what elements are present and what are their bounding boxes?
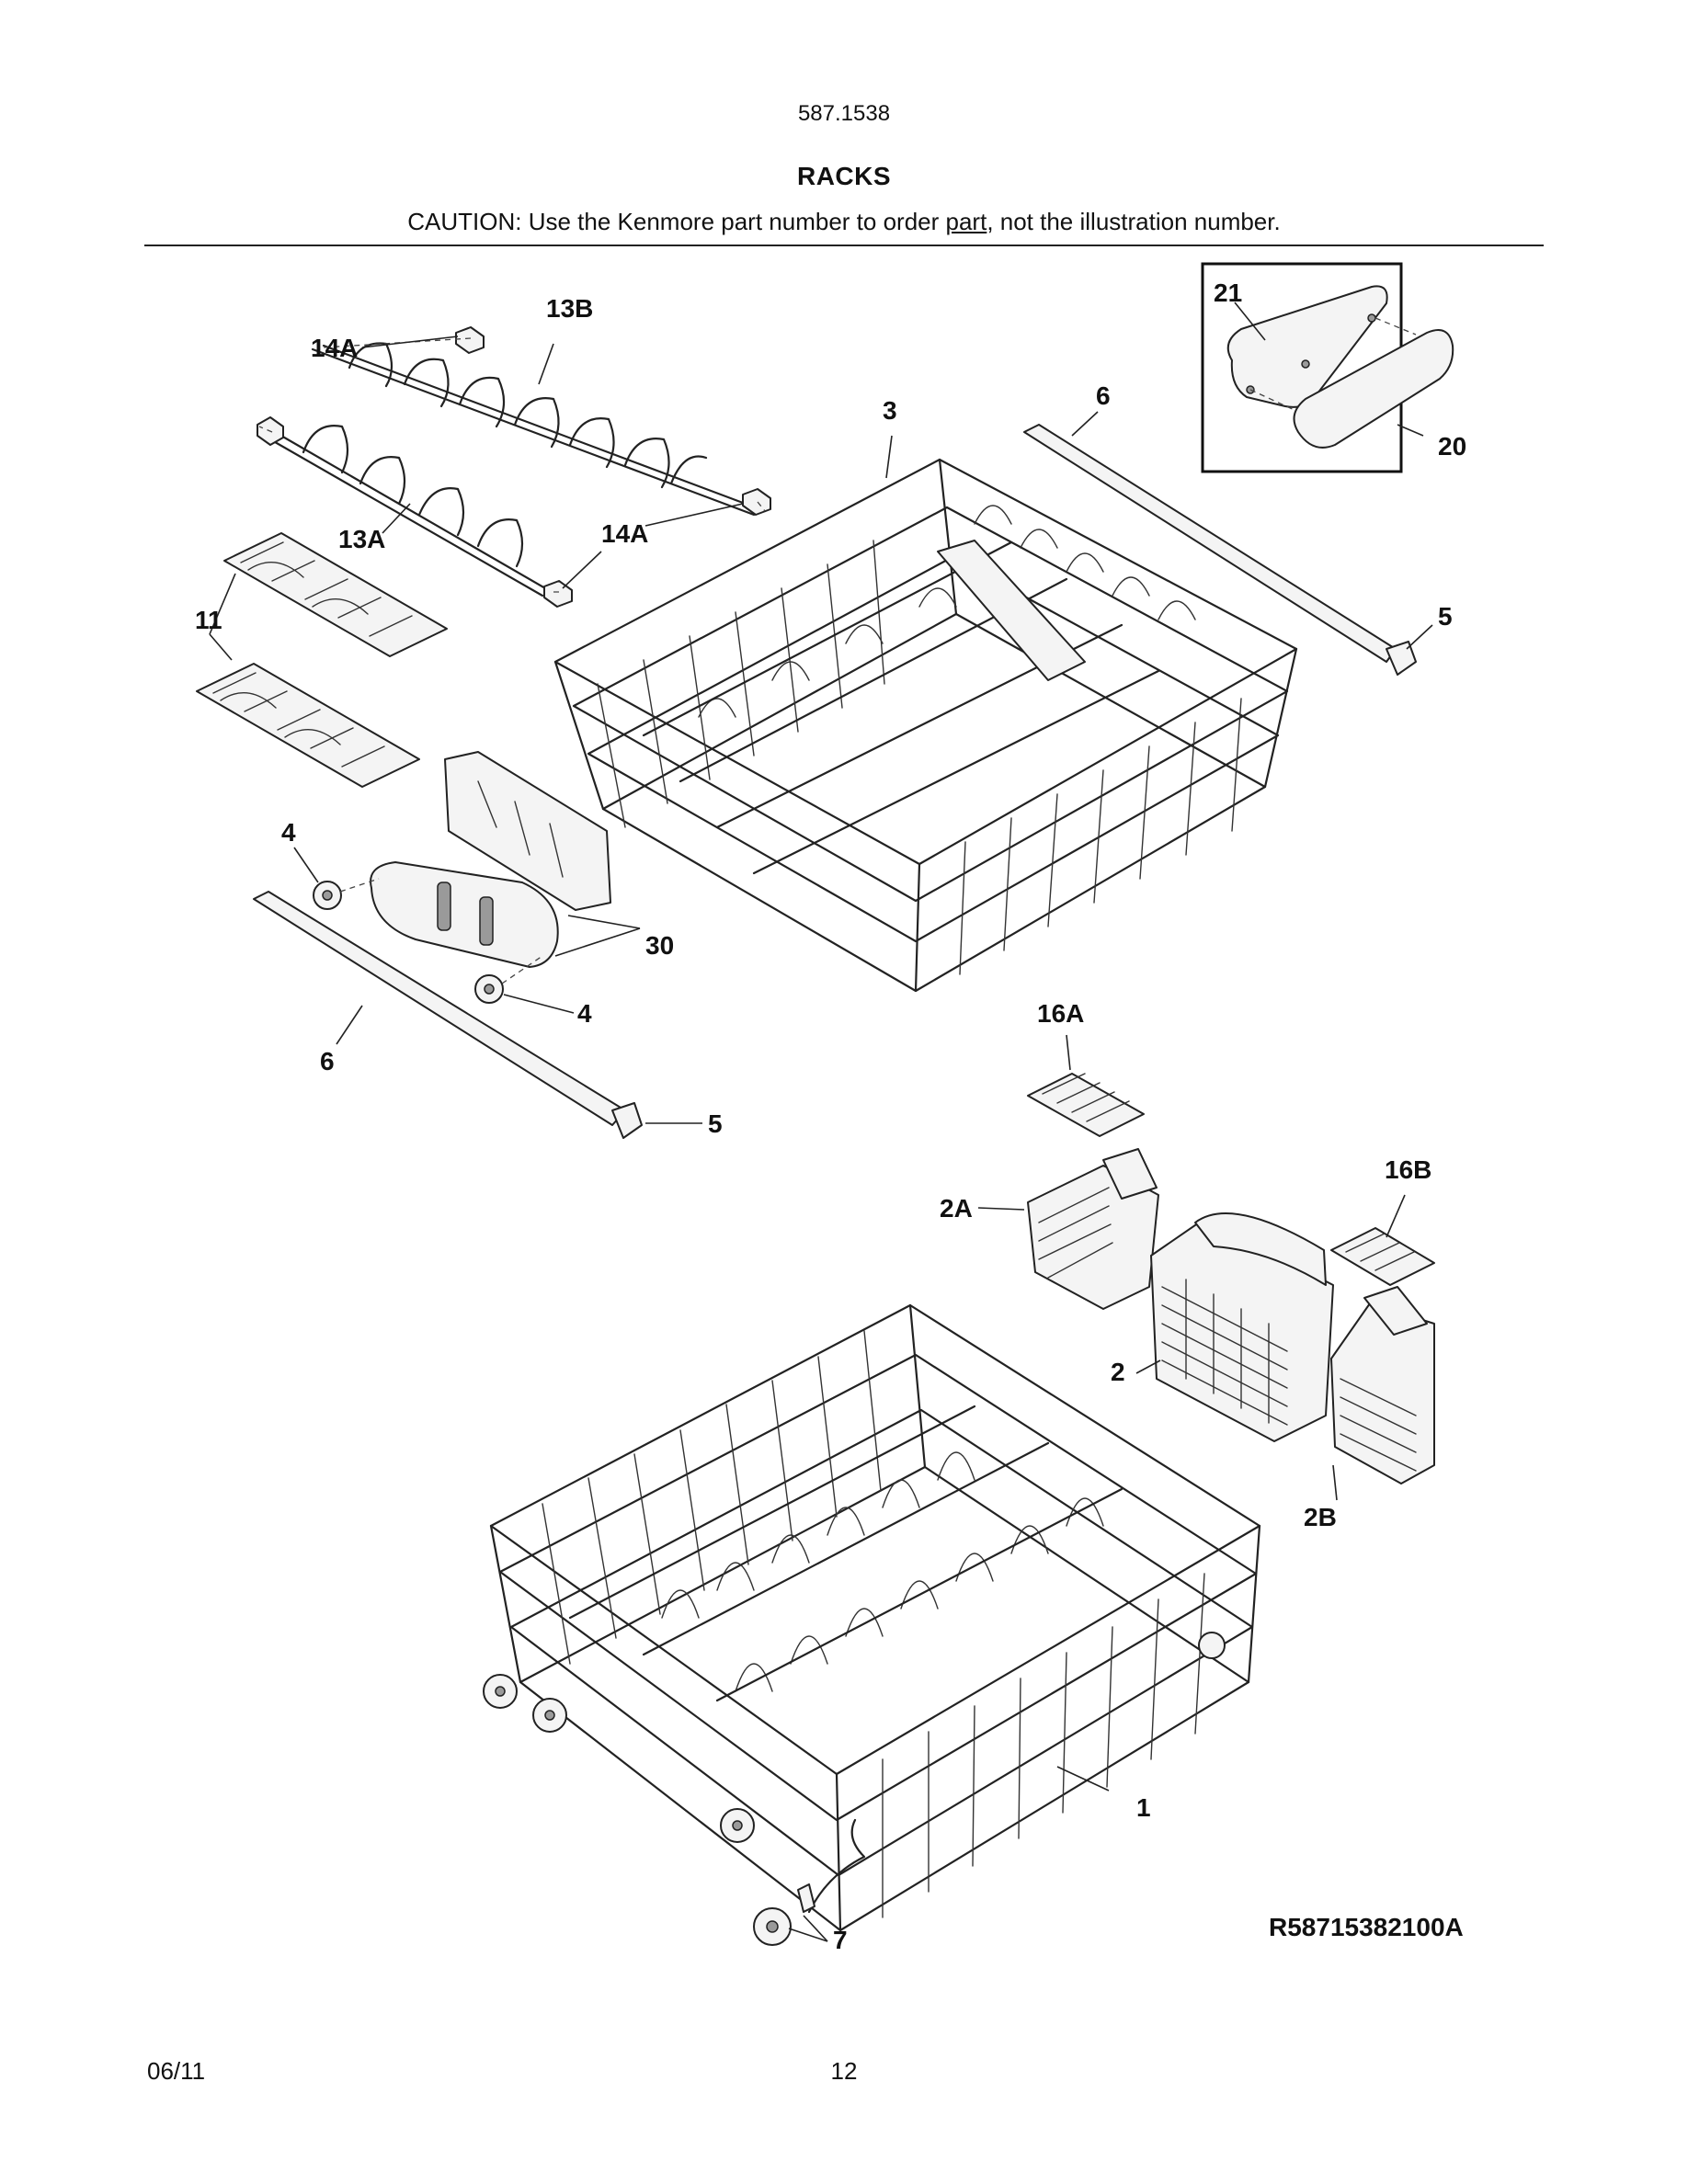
callout-7: 7 bbox=[833, 1926, 848, 1954]
clip-14A-1 bbox=[455, 326, 485, 354]
header-rule bbox=[144, 245, 1544, 246]
callout-16A: 16A bbox=[1037, 999, 1084, 1028]
end-cap-5-top bbox=[1386, 641, 1417, 676]
lower-rack-1: 1 bbox=[483, 1303, 1261, 1932]
tine-rows: 13B 14A 13A 14A bbox=[256, 294, 771, 608]
callout-14A-mid: 14A bbox=[601, 519, 648, 548]
shelf-11-lower bbox=[196, 663, 420, 788]
callout-4-bottom: 4 bbox=[577, 999, 592, 1028]
wheel-assembly-7: 7 bbox=[753, 1883, 848, 1954]
upper-rack-divider bbox=[937, 540, 1086, 681]
basket-2B bbox=[1330, 1302, 1435, 1484]
basket-2A-handle bbox=[1102, 1148, 1158, 1200]
callout-14A-top: 14A bbox=[311, 334, 358, 362]
part-21-shell bbox=[1226, 285, 1388, 408]
footer-date: 06/11 bbox=[147, 2057, 206, 2085]
end-cap-5-bottom bbox=[611, 1102, 643, 1139]
callout-13B: 13B bbox=[546, 294, 593, 323]
divider-30-base bbox=[370, 861, 559, 968]
callout-4-top: 4 bbox=[281, 818, 296, 847]
silverware-baskets: 16A 2A 2 16B 2B bbox=[940, 999, 1435, 1531]
axle-7 bbox=[797, 1883, 815, 1913]
basket-2B-handle bbox=[1363, 1286, 1428, 1336]
caution-prefix: CAUTION: Use the Kenmore part number to … bbox=[407, 208, 946, 235]
inset-box: 21 20 bbox=[1201, 262, 1466, 473]
document-number: 587.1538 bbox=[797, 101, 891, 126]
footer-page-number: 12 bbox=[830, 2057, 858, 2085]
callout-3: 3 bbox=[883, 396, 897, 425]
clip-14A-3 bbox=[742, 488, 771, 516]
caution-link-part: part bbox=[945, 208, 987, 235]
callout-5-bottom: 5 bbox=[708, 1109, 723, 1138]
caution-note: CAUTION: Use the Kenmore part number to … bbox=[0, 208, 1688, 236]
callout-1: 1 bbox=[1136, 1793, 1151, 1822]
divider-30-panel bbox=[444, 751, 611, 911]
lid-16B bbox=[1330, 1227, 1435, 1286]
caution-suffix: , not the illustration number. bbox=[987, 208, 1281, 235]
cup-shelves: 11 bbox=[195, 532, 448, 788]
callout-2: 2 bbox=[1111, 1358, 1125, 1386]
clip-14A-4 bbox=[543, 580, 573, 608]
callout-13A: 13A bbox=[338, 525, 385, 553]
upper-rack-3: 3 bbox=[553, 396, 1298, 993]
callout-2A: 2A bbox=[940, 1194, 973, 1223]
callout-21: 21 bbox=[1214, 279, 1242, 307]
callout-6-bottom: 6 bbox=[320, 1047, 335, 1075]
rails: 6 5 6 5 bbox=[253, 381, 1453, 1139]
basket-2A bbox=[1027, 1165, 1159, 1310]
callout-16B: 16B bbox=[1385, 1155, 1431, 1184]
callout-30: 30 bbox=[645, 931, 674, 960]
wheel bbox=[1198, 1632, 1226, 1659]
basket-2-handle bbox=[1194, 1212, 1327, 1286]
lid-16A bbox=[1027, 1073, 1145, 1137]
divider-assembly: 4 30 4 bbox=[281, 751, 674, 1028]
callout-11: 11 bbox=[195, 606, 222, 634]
callout-2B: 2B bbox=[1304, 1503, 1337, 1531]
callout-20: 20 bbox=[1438, 432, 1466, 461]
shelf-11-upper bbox=[223, 532, 448, 657]
diagram-reference: R58715382100A bbox=[1269, 1913, 1464, 1941]
part-20-cover bbox=[1293, 329, 1454, 449]
callout-6-top: 6 bbox=[1096, 381, 1111, 410]
page-title: RACKS bbox=[796, 162, 892, 190]
callout-5-top: 5 bbox=[1438, 602, 1453, 631]
